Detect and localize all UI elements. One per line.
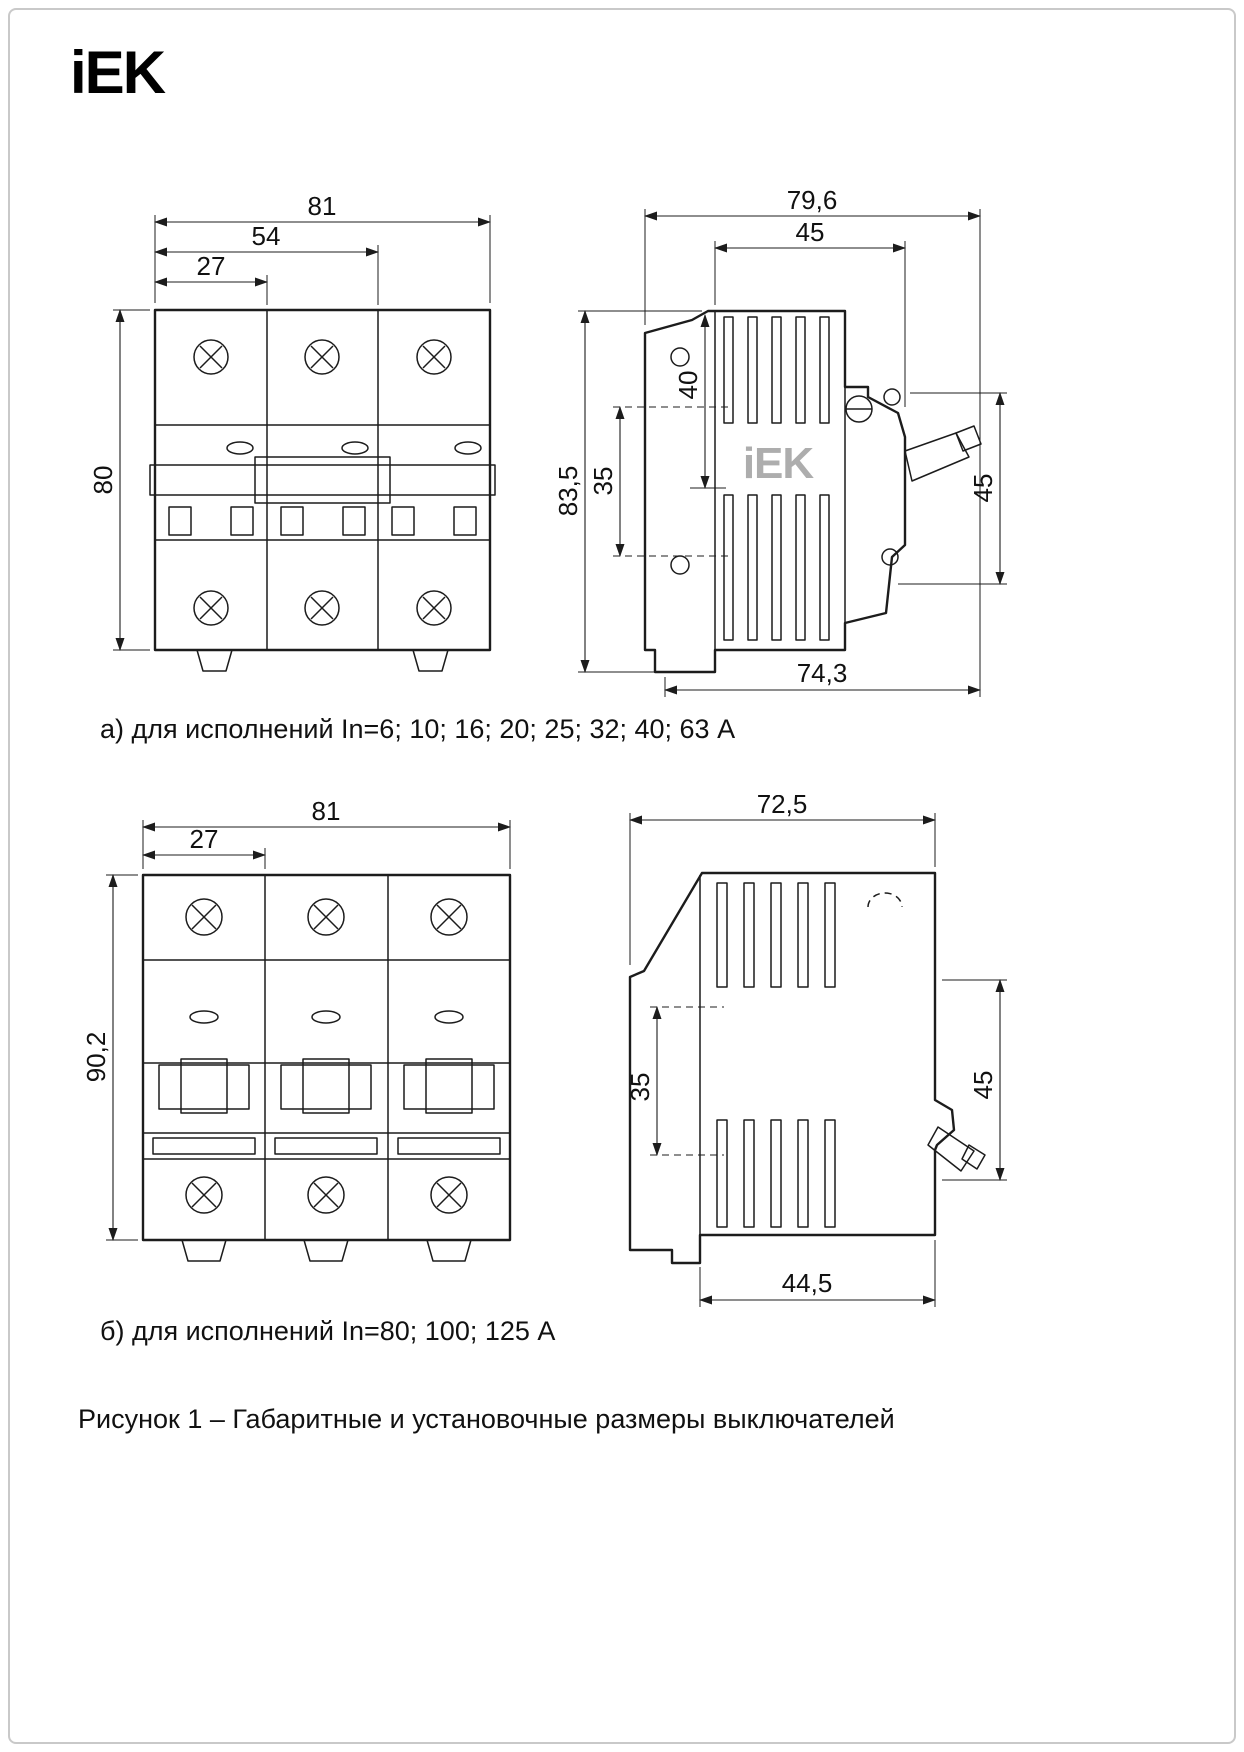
figure-b-side-view bbox=[628, 871, 986, 1265]
dim-a-side-body-depth: 45 bbox=[714, 217, 906, 407]
iek-side-logo: iEK bbox=[743, 439, 815, 488]
figure-a-front-view bbox=[149, 308, 496, 672]
dim-b-front-height: 90,2 bbox=[81, 874, 138, 1241]
dim-label-45-right: 45 bbox=[968, 474, 998, 503]
dim-label-74-3: 74,3 bbox=[797, 658, 848, 688]
figure-b-drawing: 81 27 90,2 bbox=[81, 795, 1007, 1307]
dim-label-35: 35 bbox=[625, 1073, 655, 1102]
screw-icon bbox=[185, 898, 468, 1214]
flange-hole bbox=[670, 347, 690, 367]
dim-a-side-total-height: 83,5 bbox=[553, 310, 702, 673]
dim-label-27: 27 bbox=[190, 824, 219, 854]
dim-label-72-5: 72,5 bbox=[757, 795, 808, 819]
terminal-band bbox=[142, 1132, 511, 1160]
dim-label-81: 81 bbox=[308, 191, 337, 221]
dim-a-front-pole-width: 27 bbox=[154, 251, 268, 305]
terminal-windows bbox=[168, 506, 477, 536]
vent-slots bbox=[723, 316, 830, 641]
front-plate-hole bbox=[881, 548, 899, 566]
dim-a-side-top-offset: 40 bbox=[673, 314, 726, 489]
dim-label-35: 35 bbox=[588, 467, 618, 496]
din-clips bbox=[196, 649, 449, 672]
dim-label-45-top: 45 bbox=[796, 217, 825, 247]
dim-b-side-total-depth: 72,5 bbox=[629, 795, 936, 965]
dim-a-side-total-depth: 79,6 bbox=[644, 185, 981, 697]
toggle-tie-bar bbox=[149, 456, 496, 504]
dim-label-90-2: 90,2 bbox=[81, 1032, 111, 1083]
flange-hole bbox=[670, 555, 690, 575]
dim-a-front-total-width: 81 bbox=[154, 191, 491, 303]
dim-label-80: 80 bbox=[88, 466, 118, 495]
dashed-detail bbox=[867, 892, 903, 908]
figure-a-drawing: 81 54 27 80 bbox=[88, 185, 1007, 697]
dim-label-54: 54 bbox=[252, 221, 281, 251]
toggle-lever bbox=[904, 425, 982, 482]
dim-a-front-height: 80 bbox=[88, 309, 150, 651]
dim-label-79-6: 79,6 bbox=[787, 185, 838, 215]
figure-a-caption: а) для исполнений In=6; 10; 16; 20; 25; … bbox=[100, 714, 736, 744]
dim-b-side-front-height: 45 bbox=[942, 979, 1007, 1181]
vent-slots bbox=[716, 882, 836, 1228]
din-clips bbox=[181, 1239, 472, 1262]
toggle-lever bbox=[927, 1126, 986, 1172]
figure-b-caption: б) для исполнений In=80; 100; 125 А bbox=[100, 1316, 556, 1346]
figure-caption: Рисунок 1 – Габаритные и установочные ра… bbox=[78, 1404, 895, 1434]
toggle-handles bbox=[158, 1058, 495, 1114]
dim-label-83-5: 83,5 bbox=[553, 466, 583, 517]
dim-label-44-5: 44,5 bbox=[782, 1268, 833, 1298]
front-plate-hole bbox=[883, 388, 901, 406]
dim-b-front-total-width: 81 bbox=[142, 796, 511, 869]
slotted-screw-icon bbox=[845, 395, 873, 423]
dim-a-side-front-height: 45 bbox=[898, 392, 1007, 585]
indicator-windows bbox=[226, 441, 482, 455]
figure-b-front-view bbox=[141, 873, 512, 1262]
iek-logo: iEK bbox=[70, 39, 166, 106]
dim-b-front-pole-width: 27 bbox=[142, 824, 266, 869]
dim-label-81: 81 bbox=[312, 796, 341, 826]
indicator-windows bbox=[189, 1010, 464, 1024]
dim-label-40: 40 bbox=[673, 371, 703, 400]
dim-label-45: 45 bbox=[968, 1071, 998, 1100]
dim-a-front-two-pole-width: 54 bbox=[154, 221, 379, 305]
figure-a-side-view: iEK bbox=[643, 309, 982, 674]
screw-icon bbox=[193, 339, 452, 626]
dim-b-side-bottom-depth: 44,5 bbox=[699, 1240, 936, 1307]
dim-a-side-mount-depth: 74,3 bbox=[664, 658, 981, 697]
dim-a-side-rail-height: 35 bbox=[588, 406, 728, 557]
dim-label-27: 27 bbox=[197, 251, 226, 281]
dim-b-side-rail-height: 35 bbox=[625, 1006, 724, 1156]
